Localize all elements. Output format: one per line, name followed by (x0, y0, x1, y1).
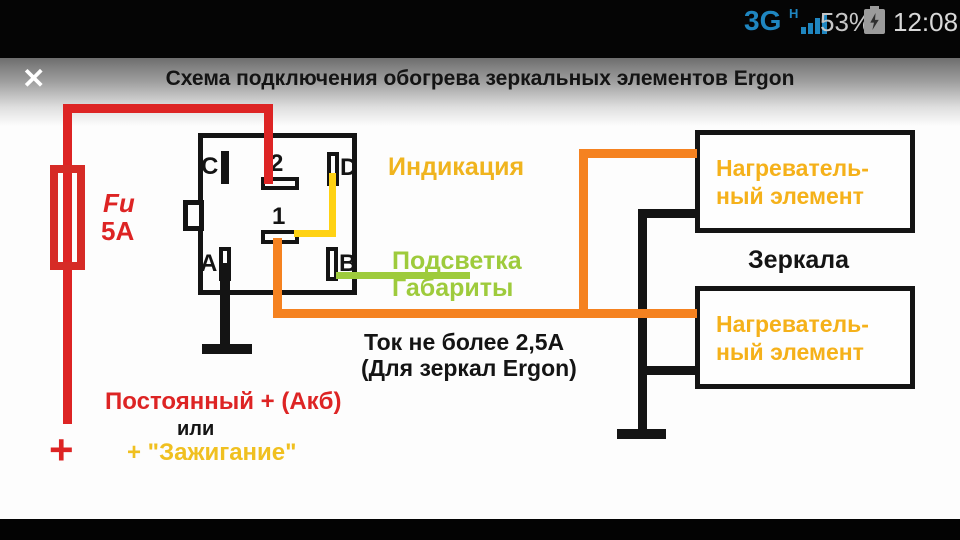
fuse-name-label: Fu (103, 188, 135, 218)
indication-label: Индикация (388, 153, 525, 181)
battery-charging-icon (864, 6, 885, 34)
heater-wire-branch-vertical (579, 149, 588, 318)
or-label: или (177, 418, 215, 440)
fuse-rating-label: 5A (101, 216, 135, 246)
status-bar: 3G H 53% 12:08 (0, 0, 960, 58)
heater-top-line1: Нагреватель- (716, 154, 869, 181)
network-type-label: 3G (744, 5, 782, 36)
indication-wire-vertical (329, 173, 336, 237)
backlight-label: Подсветка (392, 247, 522, 275)
connector-left-notch (183, 200, 204, 231)
mirrors-ground-trunk (638, 209, 647, 434)
clock-label: 12:08 (893, 7, 959, 37)
photo-top-gradient (0, 58, 960, 126)
pin-b-terminal (326, 247, 338, 281)
close-icon[interactable]: ✕ (22, 63, 46, 94)
ground-symbol-right (617, 429, 666, 439)
heater-wire-bottom-run (273, 309, 697, 318)
marker-lights-label: Габариты (392, 274, 514, 302)
constant-plus-label: Постоянный + (Акб) (105, 388, 342, 415)
heater-top-ground-lead (638, 209, 698, 218)
lightning-bolt-icon (870, 13, 879, 30)
pin-b-label: B (339, 250, 357, 277)
ground-symbol-left (202, 344, 252, 354)
indication-wire-horizontal (294, 230, 336, 237)
heater-bottom-ground-lead (638, 366, 698, 375)
heater-bottom-line1: Нагреватель- (716, 310, 869, 337)
pin-a-label: A (200, 250, 218, 277)
pin-c-bar (221, 151, 229, 184)
bottom-navigation-area (0, 519, 960, 540)
diagram-image: ✕ Схема подключения обогрева зеркальных … (0, 58, 960, 519)
heater-wire-from-pin1 (273, 238, 282, 318)
power-wire-top (63, 104, 273, 113)
heater-top-line2: ный элемент (716, 182, 864, 209)
pin-2-terminal (261, 177, 299, 190)
pin-1-label: 1 (272, 203, 286, 230)
current-note-line2: (Для зеркал Ergon) (361, 355, 577, 381)
ground-wire-pin-a (220, 263, 230, 351)
heater-bottom-line2: ный элемент (716, 338, 864, 365)
backlight-wire (336, 272, 470, 279)
pin-c-label: C (201, 153, 219, 180)
network-speed-label: H (789, 6, 799, 21)
ignition-plus-label: + "Зажигание" (127, 439, 297, 466)
mirrors-label: Зеркала (748, 246, 850, 274)
battery-plus-terminal: + (49, 426, 74, 473)
signal-strength-icon (801, 13, 827, 34)
pin-2-label: 2 (270, 150, 284, 177)
heating-element-box-top: Нагреватель- ный элемент (695, 130, 915, 233)
pin-d-label: D (340, 154, 358, 181)
fuse-symbol (50, 165, 85, 270)
heater-wire-top-run (579, 149, 697, 158)
battery-percent-label: 53% (820, 7, 873, 37)
power-wire-to-pin2 (264, 104, 273, 184)
current-note-line1: Ток не более 2,5А (364, 329, 565, 355)
diagram-title: Схема подключения обогрева зеркальных эл… (165, 67, 795, 90)
heating-element-box-bottom: Нагреватель- ный элемент (695, 286, 915, 389)
